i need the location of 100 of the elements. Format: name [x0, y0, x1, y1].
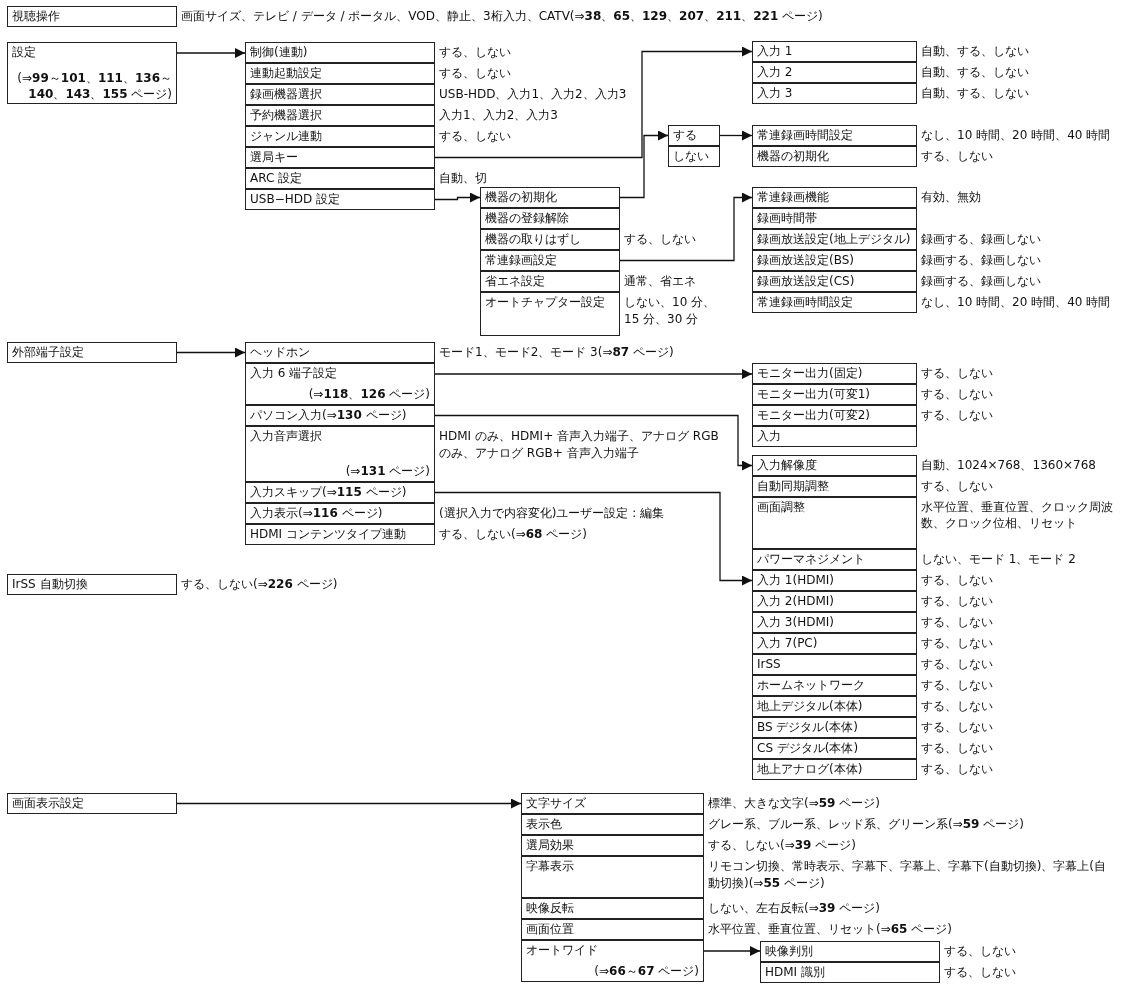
menu-box: [7, 342, 177, 363]
option-list: する、しない(⇒68 ページ): [439, 526, 587, 543]
arrow: [434, 369, 753, 379]
menu-box: [521, 793, 704, 814]
page-reference: (⇒66～67 ページ): [593, 963, 699, 980]
menu-item-label: 画面位置: [526, 921, 575, 938]
menu-box: [752, 675, 917, 696]
option-list: グレー系、ブルー系、レッド系、グリーン系(⇒59 ページ): [708, 816, 1024, 833]
menu-box: [521, 856, 704, 898]
menu-box: [752, 612, 917, 633]
menu-item-label: 省エネ設定: [485, 273, 546, 290]
menu-item-label: 地上アナログ(本体): [757, 761, 864, 778]
menu-item-label: 入力表示(⇒116 ページ): [250, 505, 384, 522]
option-list: する、しない: [921, 593, 993, 610]
option-list: する、しない(⇒39 ページ): [708, 837, 856, 854]
page-reference: (⇒99～101、111、136～140、143、155 ページ): [16, 70, 172, 102]
menu-box: [480, 208, 620, 229]
option-list: 通常、省エネ: [624, 273, 696, 290]
option-list: 録画する、録画しない: [921, 231, 1041, 248]
option-list: モード1、モード2、モード 3(⇒87 ページ): [439, 344, 674, 361]
menu-box: [245, 426, 435, 482]
menu-item-label: 設定: [12, 44, 37, 61]
menu-box: [245, 168, 435, 189]
menu-item-label: 機器の取りはずし: [485, 231, 582, 248]
menu-box: [245, 524, 435, 545]
menu-box: [752, 497, 917, 549]
menu-item-label: 文字サイズ: [526, 795, 587, 812]
menu-box: [480, 229, 620, 250]
option-list: なし、10 時間、20 時間、40 時間: [921, 127, 1111, 144]
option-list: する、しない: [921, 656, 993, 673]
menu-box: [752, 426, 917, 447]
menu-item-label: する: [673, 127, 698, 144]
arrow: [176, 48, 246, 58]
option-list: 自動、1024×768、1360×768: [921, 457, 1096, 474]
option-list: 画面サイズ、テレビ / データ / ポータル、VOD、静止、3桁入力、CATV(⇒38、65、129、207、211、221 ページ): [181, 8, 823, 25]
option-list: 自動、する、しない: [921, 85, 1029, 102]
menu-item-label: IrSS 自動切換: [12, 576, 89, 593]
option-list: 自動、切: [439, 170, 487, 187]
menu-box: [480, 187, 620, 208]
option-list: する、しない: [439, 128, 511, 145]
menu-item-label: 機器の初期化: [485, 189, 558, 206]
menu-box: [752, 455, 917, 476]
arrow: [434, 414, 753, 471]
menu-item-label: 常連録画時間設定: [757, 294, 854, 311]
menu-box: [752, 271, 917, 292]
option-list: する、しない: [921, 478, 993, 495]
menu-item-label: モニター出力(可変2): [757, 407, 871, 424]
option-list: 入力1、入力2、入力3: [439, 107, 558, 124]
menu-box: [521, 898, 704, 919]
menu-item-label: 入力 3(HDMI): [757, 614, 835, 631]
menu-item-label: モニター出力(可変1): [757, 386, 871, 403]
menu-box: [480, 271, 620, 292]
menu-item-label: 機器の登録解除: [485, 210, 570, 227]
option-list: する、しない: [439, 65, 511, 82]
menu-item-label: 入力スキップ(⇒115 ページ): [250, 484, 408, 501]
menu-item-label: 選局効果: [526, 837, 575, 854]
menu-box: [752, 570, 917, 591]
menu-box: [245, 342, 435, 363]
menu-item-label: 選局キー: [250, 149, 299, 166]
option-list: 水平位置、垂直位置、クロック周波数、クロック位相、リセット: [921, 499, 1116, 531]
menu-item-label: パソコン入力(⇒130 ページ): [250, 407, 408, 424]
option-list: (選択入力で内容変化)ユーザー設定 : 編集: [439, 505, 665, 522]
menu-box: [760, 941, 940, 962]
menu-box: [7, 42, 177, 104]
menu-box: [521, 940, 704, 982]
arrow: [434, 491, 753, 586]
menu-box: [752, 187, 917, 208]
option-list: する、しない: [921, 386, 993, 403]
menu-item-label: 画面調整: [757, 499, 806, 516]
menu-box: [752, 549, 917, 570]
option-list: HDMI のみ、HDMI+ 音声入力端子、アナログ RGB のみ、アナログ RGB+ 音声入力端子: [439, 428, 724, 462]
menu-item-label: 入力: [757, 428, 782, 445]
menu-item-label: IrSS: [757, 656, 782, 673]
menu-box: [752, 591, 917, 612]
menu-item-label: ホームネットワーク: [757, 677, 866, 694]
option-list: 標準、大きな文字(⇒59 ページ): [708, 795, 880, 812]
option-list: リモコン切換、常時表示、字幕下、字幕上、字幕下(自動切換)、字幕上(自動切換)(⇒55 ページ): [708, 858, 1113, 892]
menu-box: [752, 62, 917, 83]
menu-box: [245, 147, 435, 168]
menu-item-label: 録画放送設定(BS): [757, 252, 855, 269]
menu-box: [752, 717, 917, 738]
option-list: する、しない: [921, 740, 993, 757]
menu-item-label: BS デジタル(本体): [757, 719, 859, 736]
menu-box: [480, 292, 620, 336]
menu-box: [480, 250, 620, 271]
menu-box: [245, 405, 435, 426]
menu-item-label: 地上デジタル(本体): [757, 698, 864, 715]
option-list: する、しない: [921, 148, 993, 165]
option-list: する、しない: [921, 677, 993, 694]
menu-box: [521, 919, 704, 940]
menu-item-label: 録画機器選択: [250, 86, 323, 103]
menu-item-label: 入力 7(PC): [757, 635, 819, 652]
menu-box: [752, 476, 917, 497]
menu-item-label: 映像反転: [526, 900, 575, 917]
option-list: する、しない: [624, 231, 696, 248]
menu-box: [760, 962, 940, 983]
menu-box: [752, 146, 917, 167]
menu-box: [245, 189, 435, 210]
option-list: する、しない: [921, 572, 993, 589]
menu-box: [245, 126, 435, 147]
